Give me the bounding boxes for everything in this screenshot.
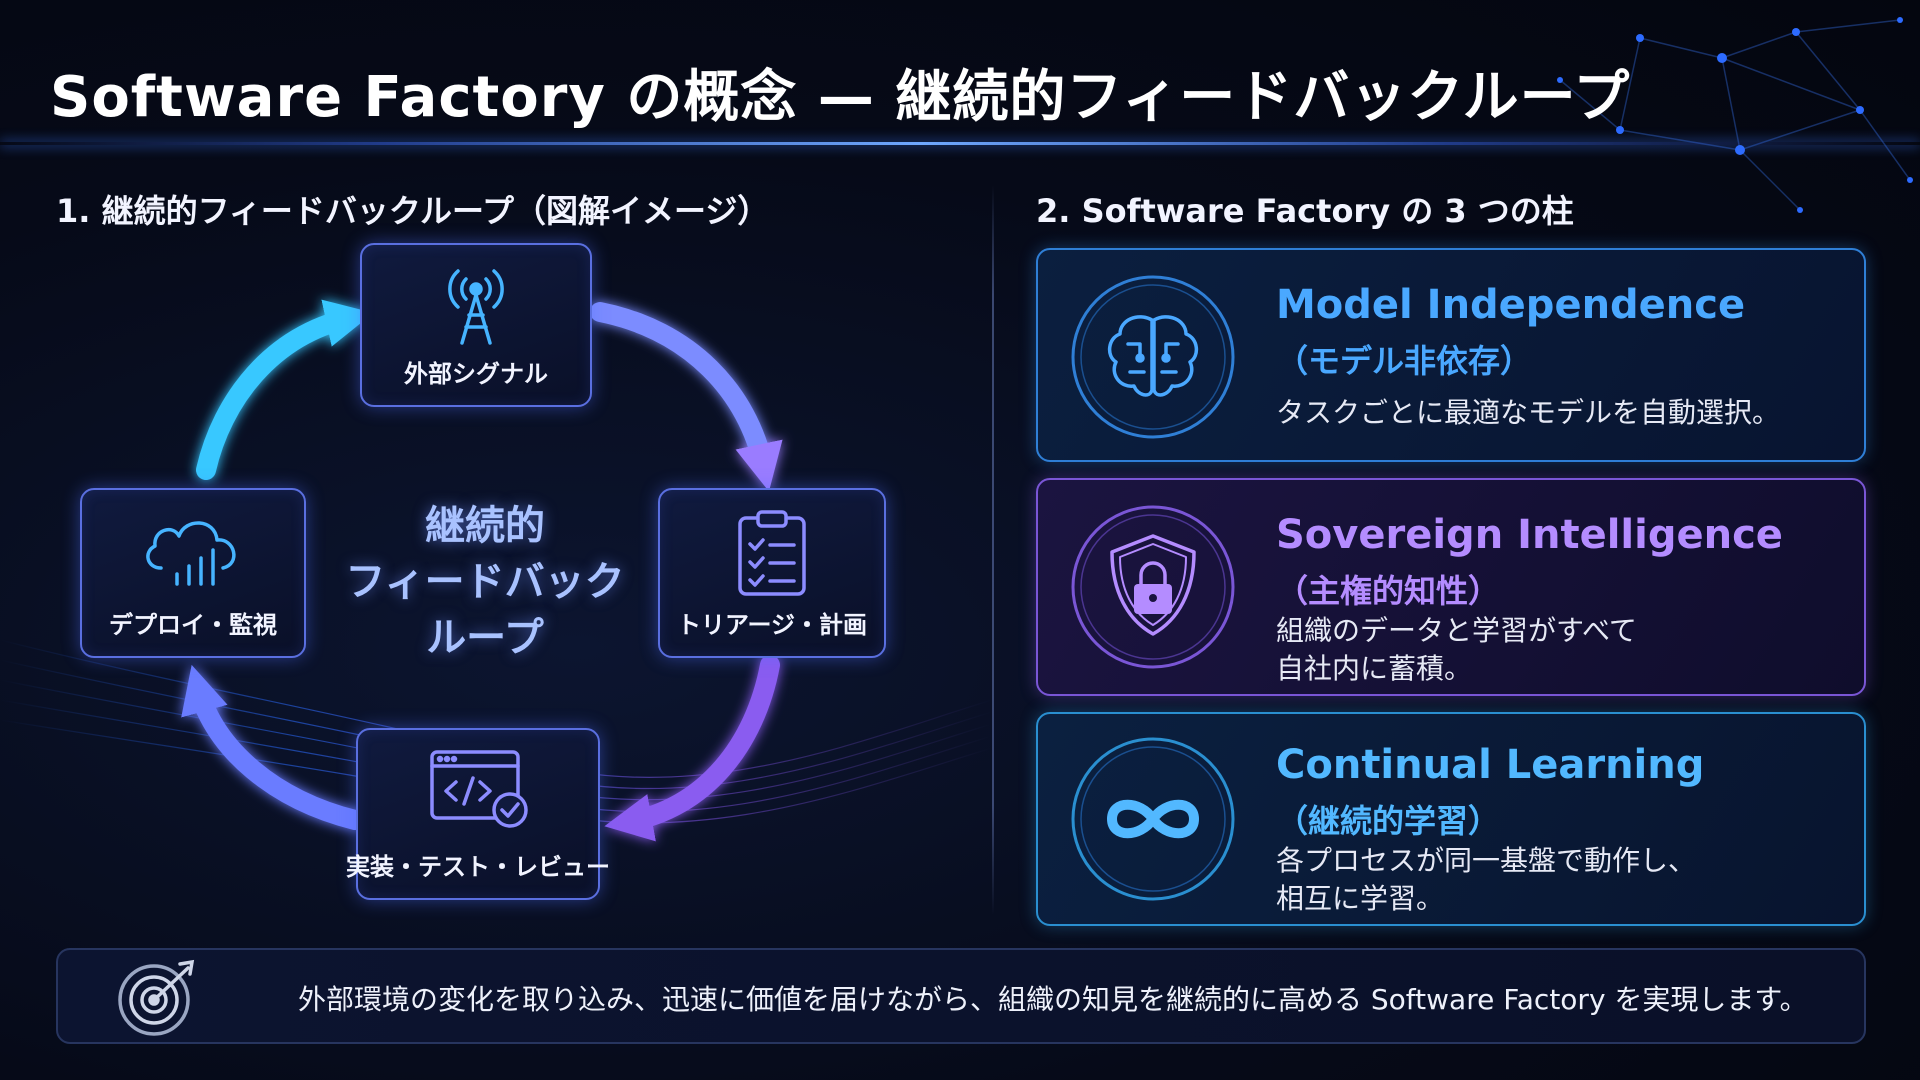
- pillar-title: Model Independence: [1276, 282, 1746, 328]
- loop-node-label: デプロイ・監視: [109, 611, 277, 639]
- brain-icon: [1071, 275, 1235, 439]
- loop-node-triage-plan: トリアージ・計画: [658, 488, 886, 658]
- footer-statement-box: 外部環境の変化を取り込み、迅速に価値を届けながら、組織の知見を継続的に高める S…: [56, 948, 1866, 1044]
- arrow-signal-to-triage: [590, 302, 783, 492]
- loop-node-label: 外部シグナル: [404, 360, 548, 388]
- pillar-description: 各プロセスが同一基盤で動作し、 相互に学習。: [1276, 844, 1697, 915]
- pillar-title: Sovereign Intelligence: [1276, 512, 1783, 558]
- target-icon: [118, 959, 195, 1036]
- pillar-card-model-independence: Model Independence （モデル非依存） タスクごとに最適なモデル…: [1036, 248, 1866, 462]
- infinity-icon: [1071, 737, 1235, 901]
- signal-tower-icon: [448, 269, 504, 345]
- pillar-title: Continual Learning: [1276, 742, 1705, 788]
- loop-node-label: トリアージ・計画: [676, 611, 868, 639]
- footer-statement-text: 外部環境の変化を取り込み、迅速に価値を届けながら、組織の知見を継続的に高める S…: [298, 983, 1808, 1016]
- pillar-card-continual-learning: Continual Learning （継続的学習） 各プロセスが同一基盤で動作…: [1036, 712, 1866, 926]
- pillar-subtitle: （モデル非依存）: [1276, 342, 1533, 380]
- arrow-triage-to-implementation: [604, 655, 780, 842]
- shield-lock-icon: [1071, 505, 1235, 669]
- loop-node-label: 実装・テスト・レビュー: [346, 853, 610, 881]
- pillar-subtitle: （主権的知性）: [1276, 572, 1501, 610]
- left-section-heading: 1. 継続的フィードバックループ（図解イメージ）: [56, 192, 770, 230]
- right-section-heading: 2. Software Factory の 3 つの柱: [1036, 192, 1574, 230]
- loop-node-deploy-monitor: デプロイ・監視: [80, 488, 306, 658]
- pillar-subtitle: （継続的学習）: [1276, 802, 1501, 840]
- arrow-implementation-to-deploy: [181, 664, 365, 830]
- section-divider: [992, 185, 994, 915]
- page-title: Software Factory の概念 — 継続的フィードバックループ: [50, 65, 1631, 130]
- pillar-card-sovereign-intelligence: Sovereign Intelligence （主権的知性） 組織のデータと学習…: [1036, 478, 1866, 696]
- loop-node-external-signal: 外部シグナル: [360, 243, 592, 407]
- loop-node-implementation-test-review: 実装・テスト・レビュー: [346, 728, 610, 900]
- clipboard-checklist-icon: [738, 510, 806, 596]
- loop-center-label: 継続的 フィードバック ループ: [345, 503, 625, 661]
- cloud-chart-icon: [146, 521, 236, 586]
- title-underline: [0, 142, 1920, 145]
- feedback-loop-diagram: [0, 299, 992, 842]
- pillar-description: タスクごとに最適なモデルを自動選択。: [1276, 396, 1781, 429]
- code-window-check-icon: [430, 750, 528, 828]
- pillar-description: 組織のデータと学習がすべて 自社内に蓄積。: [1276, 614, 1637, 685]
- arrow-deploy-to-signal: [196, 299, 374, 480]
- network-decoration: [1557, 17, 1913, 213]
